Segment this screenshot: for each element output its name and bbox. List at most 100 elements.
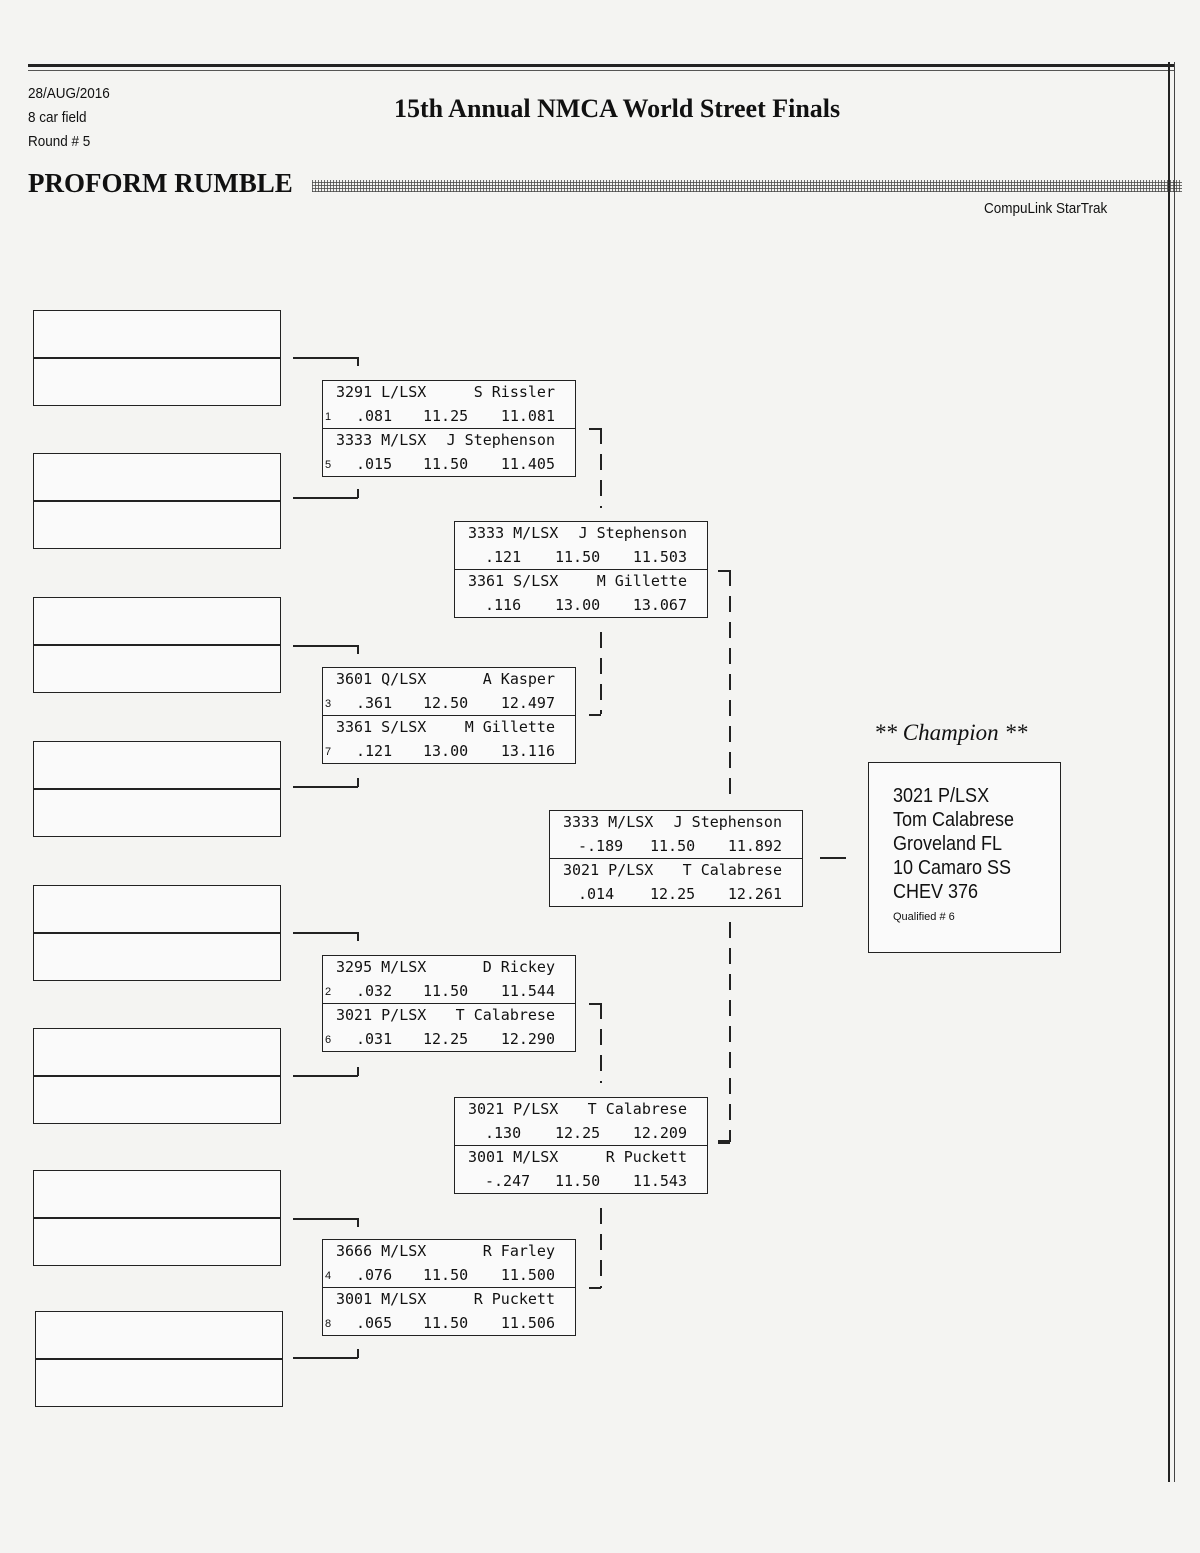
reaction-time: .076 [356,1266,393,1284]
seed-number: 4 [325,1270,332,1282]
driver-name: D Rickey [482,958,555,976]
elapsed-time: 12.290 [500,1030,555,1048]
seed-number: 1 [325,411,332,423]
dial-in: 12.25 [423,1030,469,1048]
elapsed-time: 12.497 [500,694,555,712]
connector [589,1003,601,1005]
dial-in: 11.50 [555,1172,601,1190]
dashed-connector [729,570,731,795]
connector [293,1218,358,1220]
driver-name: S Rissler [473,383,555,401]
driver-name: A Kasper [482,670,555,688]
reaction-time: -.247 [485,1172,531,1190]
slot-divider [34,1075,280,1077]
connector [820,857,846,859]
elapsed-time: 11.543 [632,1172,687,1190]
top-rule-thin [28,70,1174,71]
slot-divider [34,1217,280,1219]
entry-slot [33,885,281,981]
car-number: 3021 P/LSX [336,1006,427,1024]
reaction-time: .015 [356,455,393,473]
entry-slot [35,1311,283,1407]
dial-in: 11.50 [423,455,469,473]
car-number: 3001 M/LSX [468,1148,559,1166]
elapsed-time: 11.544 [500,982,555,1000]
car-number: 3291 L/LSX [336,383,427,401]
car-number: 3333 M/LSX [336,431,427,449]
car-number: 3333 M/LSX [468,524,559,542]
car-number: 3295 M/LSX [336,958,427,976]
connector [293,497,358,499]
driver-name: J Stephenson [446,431,555,449]
connector [357,489,359,498]
car-number: 3361 S/LSX [336,718,427,736]
entry-slot [33,1170,281,1266]
dashed-connector [600,1003,602,1083]
elapsed-time: 11.506 [500,1314,555,1332]
reaction-time: -.189 [578,837,624,855]
connector [357,1218,359,1227]
driver-name: J Stephenson [578,524,687,542]
driver-name: R Puckett [473,1290,555,1308]
connector [718,570,730,572]
right-rule-thin [1174,62,1175,1482]
field-size: 8 car field [28,109,87,126]
entry-slot [33,1028,281,1124]
reaction-time: .116 [485,596,522,614]
connector [357,1067,359,1076]
champion-car: 3021 P/LSX [893,785,990,807]
seed-number: 3 [325,698,332,710]
entry-slot [33,453,281,549]
dashed-connector [600,428,602,508]
seed-number: 6 [325,1034,332,1046]
dial-in: 12.25 [650,885,696,903]
dial-in: 13.00 [423,742,469,760]
dial-in: 13.00 [555,596,601,614]
driver-name: M Gillette [596,572,687,590]
driver-name: T Calabrese [587,1100,687,1118]
connector [357,357,359,366]
entry-slot [33,741,281,837]
connector [357,778,359,787]
connector [718,1142,730,1144]
reaction-time: .065 [356,1314,393,1332]
connector [589,428,601,430]
seed-number: 8 [325,1318,332,1330]
dotted-leader [312,180,1182,192]
entry-slot [33,597,281,693]
slot-divider [34,788,280,790]
reaction-time: .121 [356,742,393,760]
dial-in: 12.25 [555,1124,601,1142]
dial-in: 11.50 [650,837,696,855]
connector [589,1287,601,1289]
champion-vehicle: 10 Camaro SS [893,857,1012,879]
car-number: 3601 Q/LSX [336,670,427,688]
elapsed-time: 13.067 [632,596,687,614]
round-number: Round # 5 [28,133,91,150]
champion-driver: Tom Calabrese [893,809,1015,831]
champion-hometown: Groveland FL [893,833,1003,855]
event-class: PROFORM RUMBLE [28,168,293,198]
software-credit: CompuLink StarTrak [984,200,1108,217]
slot-divider [36,1358,282,1360]
car-number: 3333 M/LSX [563,813,654,831]
driver-name: T Calabrese [682,861,782,879]
reaction-time: .032 [356,982,393,1000]
driver-name: T Calabrese [455,1006,555,1024]
dial-in: 11.50 [555,548,601,566]
